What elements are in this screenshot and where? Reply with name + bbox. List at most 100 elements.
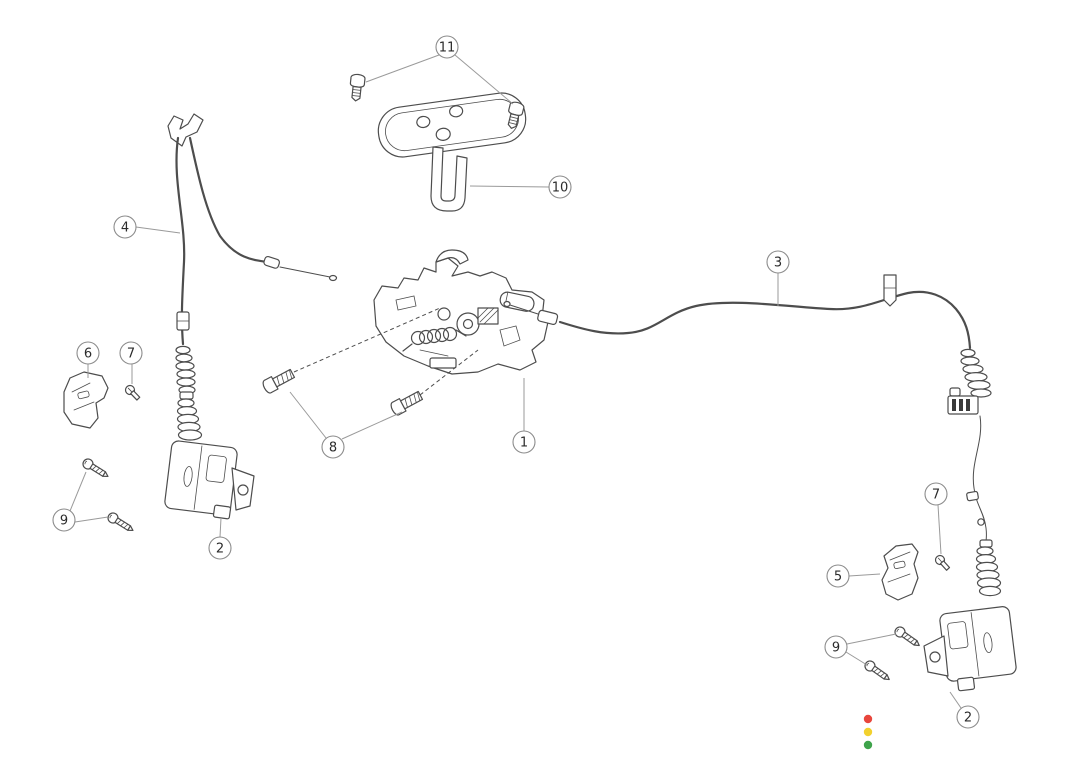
bracket-part-5 xyxy=(881,543,919,601)
bolt-head-side xyxy=(349,77,366,88)
bracket-slot xyxy=(893,560,906,570)
striker-plate-top xyxy=(377,92,527,158)
screw-shaft xyxy=(939,560,951,571)
actuator-cap xyxy=(979,539,993,548)
striker-hole-1 xyxy=(416,115,431,129)
callout-part-9-right[interactable]: 9 xyxy=(824,635,848,659)
bolt-part-8-left xyxy=(262,368,296,394)
callout-part-2-left[interactable]: 2 xyxy=(208,536,232,560)
striker-plate-part-10 xyxy=(377,92,527,212)
bolt-threads xyxy=(276,369,293,386)
callout-part-2-right[interactable]: 2 xyxy=(956,705,980,729)
callout-label: 6 xyxy=(84,347,92,362)
bracket-slot xyxy=(77,390,90,400)
callout-part-1[interactable]: 1 xyxy=(512,430,536,454)
actuator-mount-hole xyxy=(237,484,249,496)
cable-end-cap xyxy=(503,300,511,308)
bolt-threads xyxy=(351,89,362,97)
actuator-body-panel xyxy=(205,454,227,483)
callout-part-7-right[interactable]: 7 xyxy=(924,482,948,506)
cable-main-run xyxy=(558,290,972,350)
callout-label: 9 xyxy=(832,641,840,656)
latch-assembly-part-1 xyxy=(373,249,549,375)
callout-label: 10 xyxy=(552,181,569,196)
callout-part-3[interactable]: 3 xyxy=(766,250,790,274)
cable-branch-end-cap xyxy=(328,274,338,282)
callout-part-11[interactable]: 11 xyxy=(435,35,459,59)
bolt-8-right-dashed-line xyxy=(419,349,479,396)
screw-head-detail xyxy=(896,628,900,633)
bolt-shaft xyxy=(399,390,424,410)
cable-boot-bellows-right xyxy=(960,348,992,398)
cable-lower-loop xyxy=(977,518,985,526)
connector-stripes xyxy=(952,399,970,411)
latch-pivot-small xyxy=(437,307,451,321)
actuator-body-slot xyxy=(983,632,993,653)
actuator-mount-hole xyxy=(929,651,941,663)
striker-plate-outline xyxy=(377,92,527,158)
screw-part-9-right-b xyxy=(864,660,890,681)
screw-part-9-left-a xyxy=(82,458,109,478)
actuator-bellows xyxy=(176,398,203,441)
latch-details xyxy=(395,295,521,369)
actuator-part-2-left xyxy=(164,391,255,520)
callout-label: 3 xyxy=(774,256,782,271)
cable-clip xyxy=(883,274,897,307)
screw-threads xyxy=(91,465,104,475)
screw-tip xyxy=(127,525,134,532)
bracket-outline xyxy=(63,371,109,429)
bracket-fold-line-2 xyxy=(887,573,911,583)
callout-label: 7 xyxy=(932,488,940,503)
actuator-connector xyxy=(212,504,232,520)
callout-part-7-left[interactable]: 7 xyxy=(119,341,143,365)
cable-barrel xyxy=(537,309,559,325)
bolt-part-8-right xyxy=(390,390,424,416)
callout-label: 7 xyxy=(127,347,135,362)
cable-inner-wire xyxy=(509,304,539,315)
cable-lower-run xyxy=(972,415,987,549)
callout-part-9-left[interactable]: 9 xyxy=(52,508,76,532)
actuator-part-2-right xyxy=(923,539,1017,692)
latch-pivot-inner xyxy=(462,318,474,330)
callout-label: 4 xyxy=(121,221,129,236)
bolt-8-left-dashed-line xyxy=(293,307,441,373)
screw-tip xyxy=(913,640,920,647)
screw-shaft xyxy=(130,390,141,401)
cable-lower-fitting xyxy=(966,490,979,502)
callout-label: 1 xyxy=(520,436,528,451)
callout-part-5[interactable]: 5 xyxy=(826,564,850,588)
callout-part-6[interactable]: 6 xyxy=(76,341,100,365)
actuator-body-seam xyxy=(193,445,203,510)
callout-label: 11 xyxy=(439,41,456,56)
actuator-body-slot xyxy=(183,466,193,487)
actuator-bellows xyxy=(975,546,1002,597)
bracket-fold-line-2 xyxy=(73,401,95,411)
yellow-dot xyxy=(863,727,873,737)
callout-label: 8 xyxy=(329,441,337,456)
connector-tab xyxy=(949,387,961,397)
striker-hole-3 xyxy=(435,127,451,141)
bolt-shaft xyxy=(271,368,296,388)
bolt-threads xyxy=(404,391,421,408)
screw-threads xyxy=(116,519,129,529)
green-dot xyxy=(863,740,873,750)
status-dots xyxy=(863,714,873,750)
release-cable-part-3 xyxy=(503,274,992,549)
screw-slot xyxy=(127,387,133,393)
latch-top-hook xyxy=(435,249,469,265)
actuator-body-panel xyxy=(947,621,969,650)
actuator-body-seam xyxy=(970,612,980,677)
screw-head-detail xyxy=(109,514,113,519)
cable-branch-barrel xyxy=(263,255,281,269)
bracket-part-6 xyxy=(63,371,109,429)
callout-part-8[interactable]: 8 xyxy=(321,435,345,459)
callout-part-4[interactable]: 4 xyxy=(113,215,137,239)
actuator-connector xyxy=(956,676,976,692)
callout-label: 2 xyxy=(964,711,972,726)
callout-part-10[interactable]: 10 xyxy=(548,175,572,199)
screw-head-detail xyxy=(84,460,88,465)
bracket-fold-line-1 xyxy=(889,551,911,561)
bolt-threads xyxy=(508,116,519,125)
cable-top-clip xyxy=(167,113,204,147)
